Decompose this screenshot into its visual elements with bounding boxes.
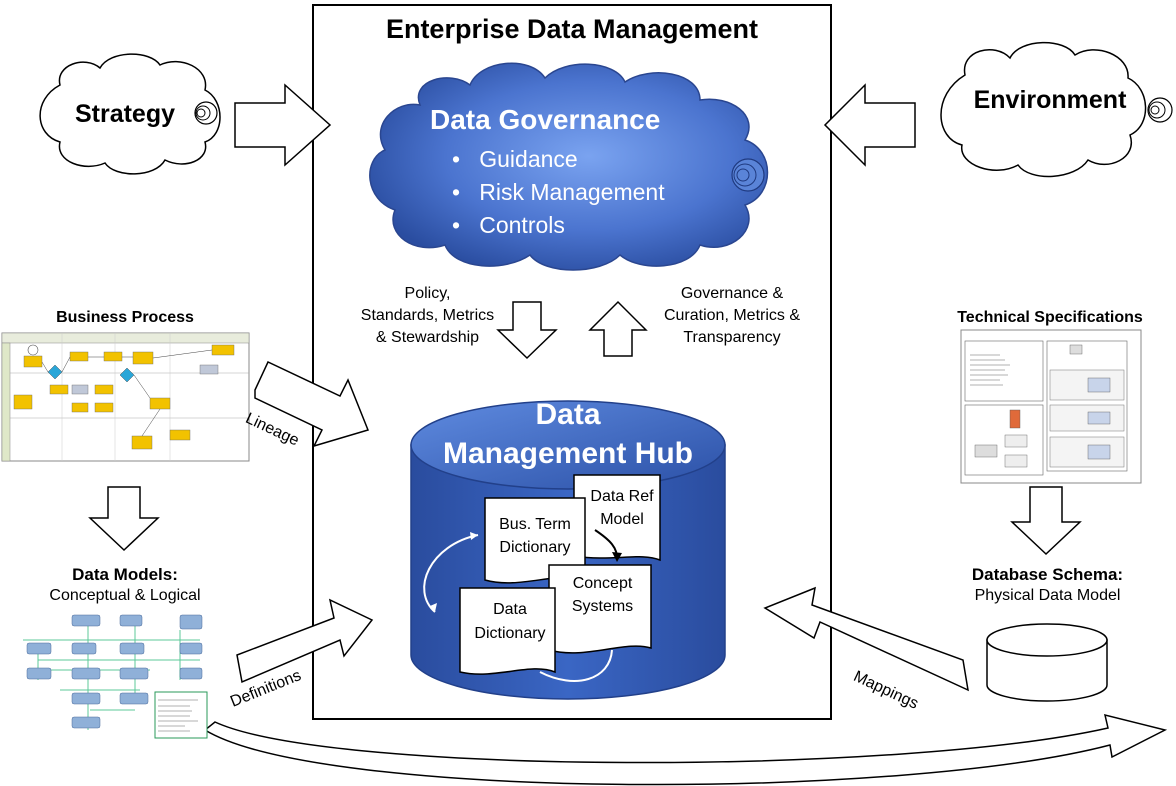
right-down-arrow — [1010, 486, 1082, 556]
down-text-line-2: Standards, Metrics — [360, 307, 495, 324]
hub-curve-left-tail — [430, 603, 437, 612]
strategy-label: Strategy — [74, 100, 176, 128]
doc-data-ref-line-2: Model — [600, 511, 644, 528]
doc-data-ref-label: Data Ref Model — [582, 485, 662, 531]
business-process-thumbnail — [1, 332, 250, 462]
down-arrow — [496, 301, 558, 360]
hub-curve-bottom — [539, 649, 613, 682]
doc-bus-term-line-2: Dictionary — [499, 539, 571, 556]
governance-item-3: Controls — [479, 212, 565, 238]
environment-cloud — [940, 41, 1173, 178]
bottom-curved-arrow — [203, 713, 1168, 786]
lineage-arrow — [254, 360, 370, 448]
strategy-cloud — [39, 53, 221, 175]
doc-data-dict-label: Data Dictionary — [460, 598, 560, 646]
governance-item-1: Guidance — [479, 146, 578, 172]
doc-data-dict — [459, 587, 556, 675]
doc-concept-label: Concept Systems — [555, 572, 650, 618]
database-cylinder — [986, 623, 1108, 702]
left-down-arrow — [88, 486, 160, 552]
data-models-subtitle: Conceptual & Logical — [49, 587, 201, 604]
hub-curve-left — [423, 534, 479, 613]
up-text-line-3: Transparency — [683, 329, 781, 346]
up-text-line-1: Governance & — [680, 285, 784, 302]
hub-title-2: Management Hub — [442, 437, 694, 470]
hub-title-1: Data — [535, 398, 601, 431]
database-schema-subtitle: Physical Data Model — [974, 587, 1121, 604]
governance-cloud — [369, 62, 769, 271]
data-models-title: Data Models: — [72, 565, 178, 584]
doc-bus-term-line-1: Bus. Term — [499, 516, 571, 533]
tech-specs-label: Technical Specifications — [957, 309, 1143, 326]
doc-bus-term-label: Bus. Term Dictionary — [485, 513, 585, 559]
down-text: Policy, Standards, Metrics & Stewardship — [345, 283, 510, 349]
data-models-thumbnail — [23, 614, 208, 739]
doc-data-ref-line-1: Data Ref — [590, 488, 654, 505]
definitions-arrow — [236, 598, 374, 684]
governance-item-2: Risk Management — [479, 179, 665, 205]
center-title: Enterprise Data Management — [385, 14, 759, 44]
doc-data-dict-line-1: Data — [493, 601, 527, 618]
up-arrow — [588, 300, 648, 357]
hub-curve-left-head — [470, 532, 478, 540]
strategy-arrow — [234, 83, 332, 167]
governance-title: Data Governance — [430, 104, 661, 135]
environment-label: Environment — [973, 86, 1127, 114]
up-text: Governance & Curation, Metrics & Transpa… — [652, 283, 812, 349]
down-text-line-3: & Stewardship — [375, 329, 480, 346]
up-text-line-2: Curation, Metrics & — [663, 307, 801, 324]
doc-concept-line-1: Concept — [572, 575, 633, 592]
doc-concept-line-2: Systems — [571, 598, 634, 615]
governance-bullet-3: • Controls — [452, 212, 565, 238]
hub-curve-link-head — [612, 552, 622, 562]
governance-bullet-2: • Risk Management — [452, 179, 665, 205]
environment-arrow — [823, 83, 916, 167]
down-text-line-1: Policy, — [404, 285, 451, 302]
database-schema-title: Database Schema: — [971, 565, 1124, 584]
doc-data-dict-line-2: Dictionary — [474, 625, 546, 642]
governance-bullet-1: • Guidance — [452, 146, 578, 172]
mappings-arrow — [763, 586, 969, 692]
tech-specs-thumbnail — [960, 329, 1142, 484]
business-process-label: Business Process — [56, 309, 194, 326]
